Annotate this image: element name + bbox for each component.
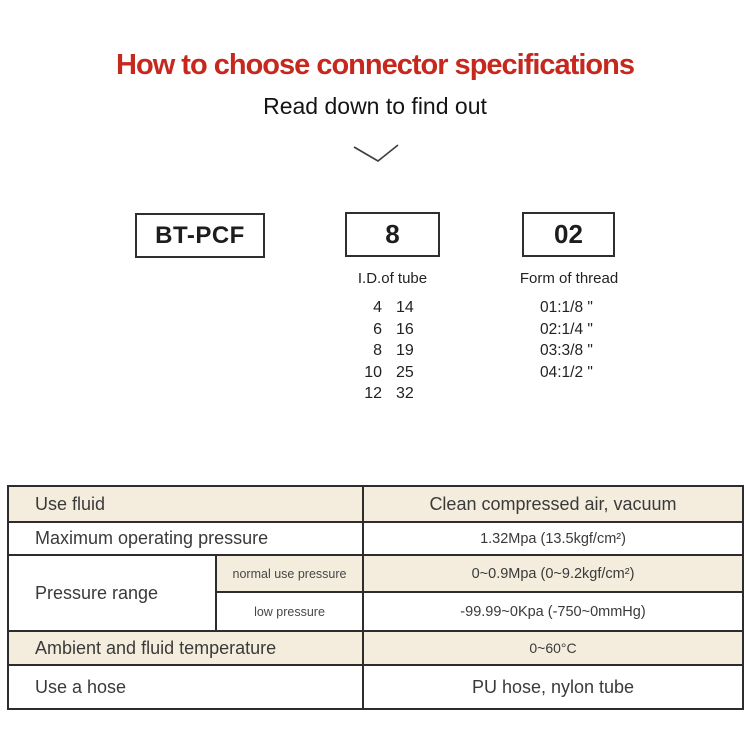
spec-label: Pressure range xyxy=(7,554,217,632)
spec-table: Use fluid Clean compressed air, vacuum M… xyxy=(7,485,744,710)
tube-size-row: 4 14 xyxy=(358,297,426,319)
tube-od-value: 14 xyxy=(396,299,414,316)
spec-value: Clean compressed air, vacuum xyxy=(362,485,744,523)
code-box-series: BT-PCF xyxy=(135,213,265,258)
tube-size-row: 6 16 xyxy=(358,319,426,341)
tube-od-value: 32 xyxy=(396,385,414,402)
thread-option: 02:1/4 " xyxy=(540,320,593,338)
tube-id-value: 4 xyxy=(373,299,382,316)
spec-value: 0~0.9Mpa (0~9.2kgf/cm²) xyxy=(362,554,744,593)
table-row: Use fluid Clean compressed air, vacuum xyxy=(7,485,744,523)
series-code-label: BT-PCF xyxy=(155,221,245,249)
page-subtitle: Read down to find out xyxy=(263,93,487,119)
tube-size-list: 4 14 6 16 8 19 10 25 12 32 xyxy=(358,297,426,405)
tube-id-value: 6 xyxy=(373,320,382,338)
tube-od-value: 25 xyxy=(396,363,414,381)
thread-option: 01:1/8 " xyxy=(540,299,593,316)
tube-size-row: 8 19 xyxy=(358,340,426,362)
table-row: Ambient and fluid temperature 0~60°C xyxy=(7,630,744,666)
code-box-thread-form: 02 xyxy=(522,212,615,257)
spec-sublabel: normal use pressure xyxy=(215,554,364,593)
table-row: Use a hose PU hose, nylon tube xyxy=(7,664,744,710)
spec-label: Use a hose xyxy=(7,664,364,710)
tube-size-row: 12 32 xyxy=(358,383,426,405)
spec-label: Use fluid xyxy=(7,485,364,523)
spec-sublabel: low pressure xyxy=(215,591,364,632)
tube-size-row: 10 25 xyxy=(358,362,426,384)
table-row: low pressure -99.99~0Kpa (-750~0mmHg) xyxy=(8,591,744,632)
thread-option-list: 01:1/8 " 02:1/4 " 03:3/8 " 04:1/2 " xyxy=(540,297,593,383)
thread-code-label: 02 xyxy=(554,219,583,249)
tube-id-value: 10 xyxy=(364,363,382,381)
thread-option: 04:1/2 " xyxy=(540,363,593,381)
tube-od-value: 19 xyxy=(396,342,414,359)
spec-value: -99.99~0Kpa (-750~0mmHg) xyxy=(362,591,744,632)
page-title: How to choose connector specifications xyxy=(116,49,635,81)
thread-column-heading: Form of thread xyxy=(519,270,619,287)
spec-label: Ambient and fluid temperature xyxy=(7,630,364,666)
thread-option: 03:3/8 " xyxy=(540,342,593,359)
code-box-tube-size: 8 xyxy=(345,212,440,257)
spec-value: PU hose, nylon tube xyxy=(362,664,744,710)
spec-label: Maximum operating pressure xyxy=(7,521,364,556)
chevron-down-icon xyxy=(353,144,399,162)
table-row: Maximum operating pressure 1.32Mpa (13.5… xyxy=(7,521,744,556)
tube-od-value: 16 xyxy=(396,320,414,338)
table-row: Pressure range normal use pressure 0~0.9… xyxy=(7,554,744,632)
tube-id-value: 8 xyxy=(373,342,382,359)
tube-code-label: 8 xyxy=(385,219,400,249)
spec-value: 0~60°C xyxy=(362,630,744,666)
spec-value: 1.32Mpa (13.5kgf/cm²) xyxy=(362,521,744,556)
tube-id-value: 12 xyxy=(364,385,382,402)
tube-column-heading: I.D.of tube xyxy=(357,270,428,287)
